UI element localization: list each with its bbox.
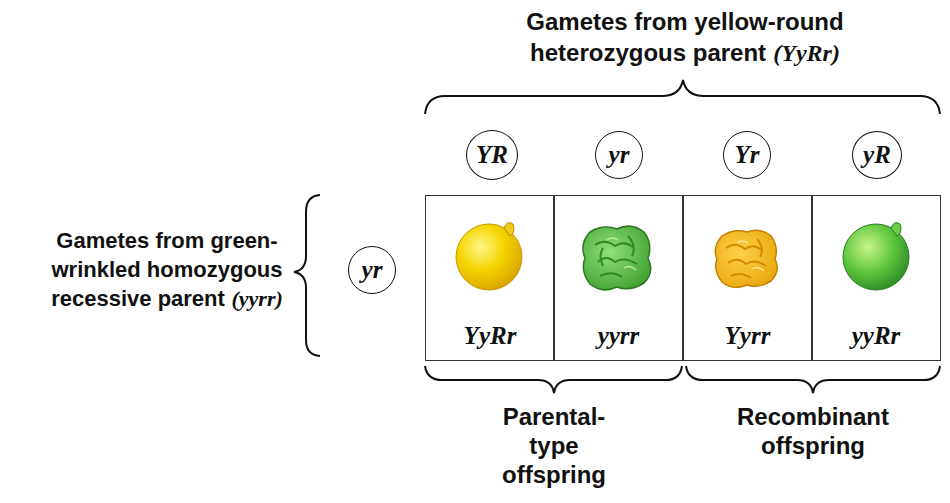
- yellow-round-pea: [456, 223, 522, 290]
- group-label: Recombinant offspring: [700, 402, 926, 460]
- gamete-genotype: YR: [476, 141, 508, 169]
- gamete-genotype: yr: [362, 256, 383, 284]
- heading: Gametes from yellow-round heterozygous p…: [455, 6, 915, 69]
- group-label-text: Recombinant offspring: [737, 403, 889, 459]
- group-label-text: Parental-type offspring: [502, 403, 606, 488]
- parent-genotype: (yyrr): [231, 286, 282, 311]
- brace: [294, 195, 320, 356]
- green-round-pea: [843, 223, 909, 290]
- gamete-circle: Yr: [723, 131, 771, 179]
- gamete-circle: yR: [852, 131, 902, 179]
- gamete-genotype: yR: [863, 141, 891, 169]
- brace: [686, 366, 940, 393]
- green-wrinkled-pea: [583, 226, 651, 290]
- offspring-cell: Yyrr: [682, 195, 813, 361]
- offspring-genotype: yyrr: [554, 322, 683, 350]
- gamete-circle: yr: [348, 246, 396, 294]
- brace: [425, 366, 682, 393]
- yellow-wrinkled-pea: [715, 230, 777, 287]
- brace: [425, 80, 940, 114]
- gamete-genotype: Yr: [735, 141, 760, 169]
- offspring-cell: yyRr: [811, 195, 941, 361]
- gamete-genotype: yr: [609, 141, 630, 169]
- parent-genotype: (YyRr): [773, 40, 840, 66]
- offspring-genotype: yyRr: [812, 322, 940, 350]
- gamete-circle: yr: [595, 131, 643, 179]
- heading: Gametes from green-wrinkled homozygous r…: [38, 226, 296, 313]
- offspring-cell: YyRr: [425, 195, 555, 361]
- gamete-circle: YR: [466, 130, 518, 180]
- offspring-genotype: YyRr: [426, 322, 554, 350]
- offspring-cell: yyrr: [553, 195, 684, 361]
- offspring-genotype: Yyrr: [683, 322, 812, 350]
- group-label: Parental-type offspring: [494, 402, 614, 489]
